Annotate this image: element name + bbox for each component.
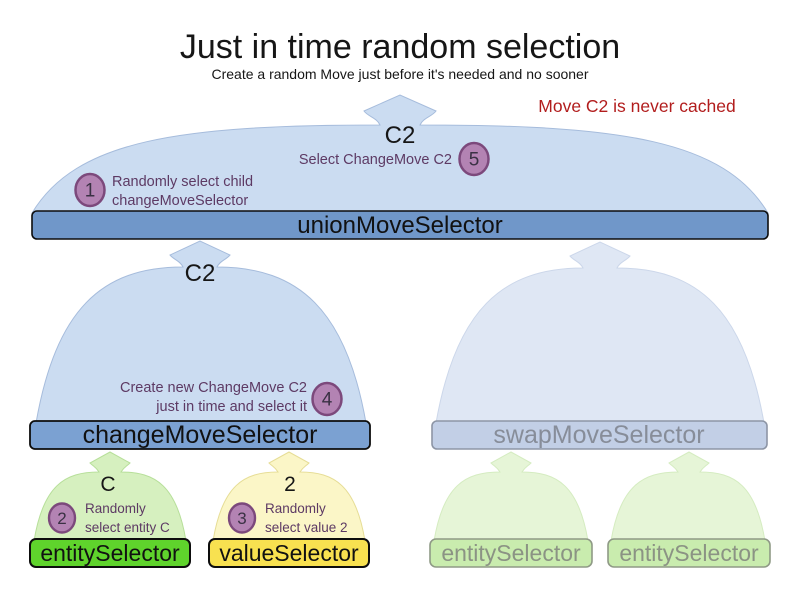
step-2-line1: Randomly: [85, 501, 146, 516]
faded-entity-bar-2-label: entitySelector: [619, 540, 759, 566]
change-funnel: [35, 240, 367, 424]
step-1-line1: Randomly select child: [112, 174, 253, 190]
change-bar: [29, 420, 371, 450]
step-3-line2: select value 2: [265, 520, 348, 535]
step-5-line1: Select ChangeMove C2: [299, 152, 452, 168]
step-4-line2: just in time and select it: [155, 399, 307, 415]
page-subtitle: Create a random Move just before it's ne…: [211, 66, 588, 82]
step-5-badge-circle: [458, 141, 490, 177]
note-text: Move C2 is never cached: [538, 96, 735, 116]
swap-bar-label: swapMoveSelector: [493, 421, 704, 449]
step-1-line2: changeMoveSelector: [112, 193, 248, 209]
step-2-line2: select entity C: [85, 520, 170, 535]
entity-bar: [29, 538, 191, 568]
faded-entity-bar-1: [429, 538, 593, 568]
union-bar-label: unionMoveSelector: [297, 212, 502, 239]
step-2-badge-circle: [47, 502, 77, 534]
step-4-badge-circle: [311, 381, 343, 417]
step-3-badge-circle: [227, 502, 257, 534]
step-5-number: 5: [469, 150, 480, 171]
step-2-number: 2: [57, 509, 66, 528]
step-1-badge: 1: [74, 172, 106, 208]
entity-output-label: C: [100, 473, 115, 496]
page-title: Just in time random selection: [180, 28, 620, 66]
faded-entity-funnel-1: [433, 451, 589, 542]
step-3-badge: 3: [227, 502, 257, 534]
swap-bar: [431, 420, 768, 450]
step-1-badge-circle: [74, 172, 106, 208]
change-output-label: C2: [185, 260, 216, 287]
faded-entity-funnel-2: [610, 451, 766, 542]
value-bar-label: valueSelector: [219, 540, 359, 566]
value-bar: [208, 538, 370, 568]
step-5-badge: 5: [458, 141, 490, 177]
faded-entity-bar-2: [607, 538, 771, 568]
step-4-line1: Create new ChangeMove C2: [120, 380, 307, 396]
union-funnel: [31, 94, 769, 214]
step-4-number: 4: [322, 390, 333, 411]
change-bar-label: changeMoveSelector: [83, 421, 318, 449]
step-1-number: 1: [85, 181, 96, 202]
step-3-line1: Randomly: [265, 501, 326, 516]
faded-entity-bar-1-label: entitySelector: [441, 540, 581, 566]
value-output-label: 2: [284, 473, 296, 496]
entity-bar-label: entitySelector: [40, 540, 180, 566]
step-3-number: 3: [237, 509, 246, 528]
union-bar: [31, 210, 769, 240]
swap-funnel: [435, 241, 765, 424]
union-output-label: C2: [385, 122, 416, 149]
step-4-badge: 4: [311, 381, 343, 417]
step-2-badge: 2: [47, 502, 77, 534]
